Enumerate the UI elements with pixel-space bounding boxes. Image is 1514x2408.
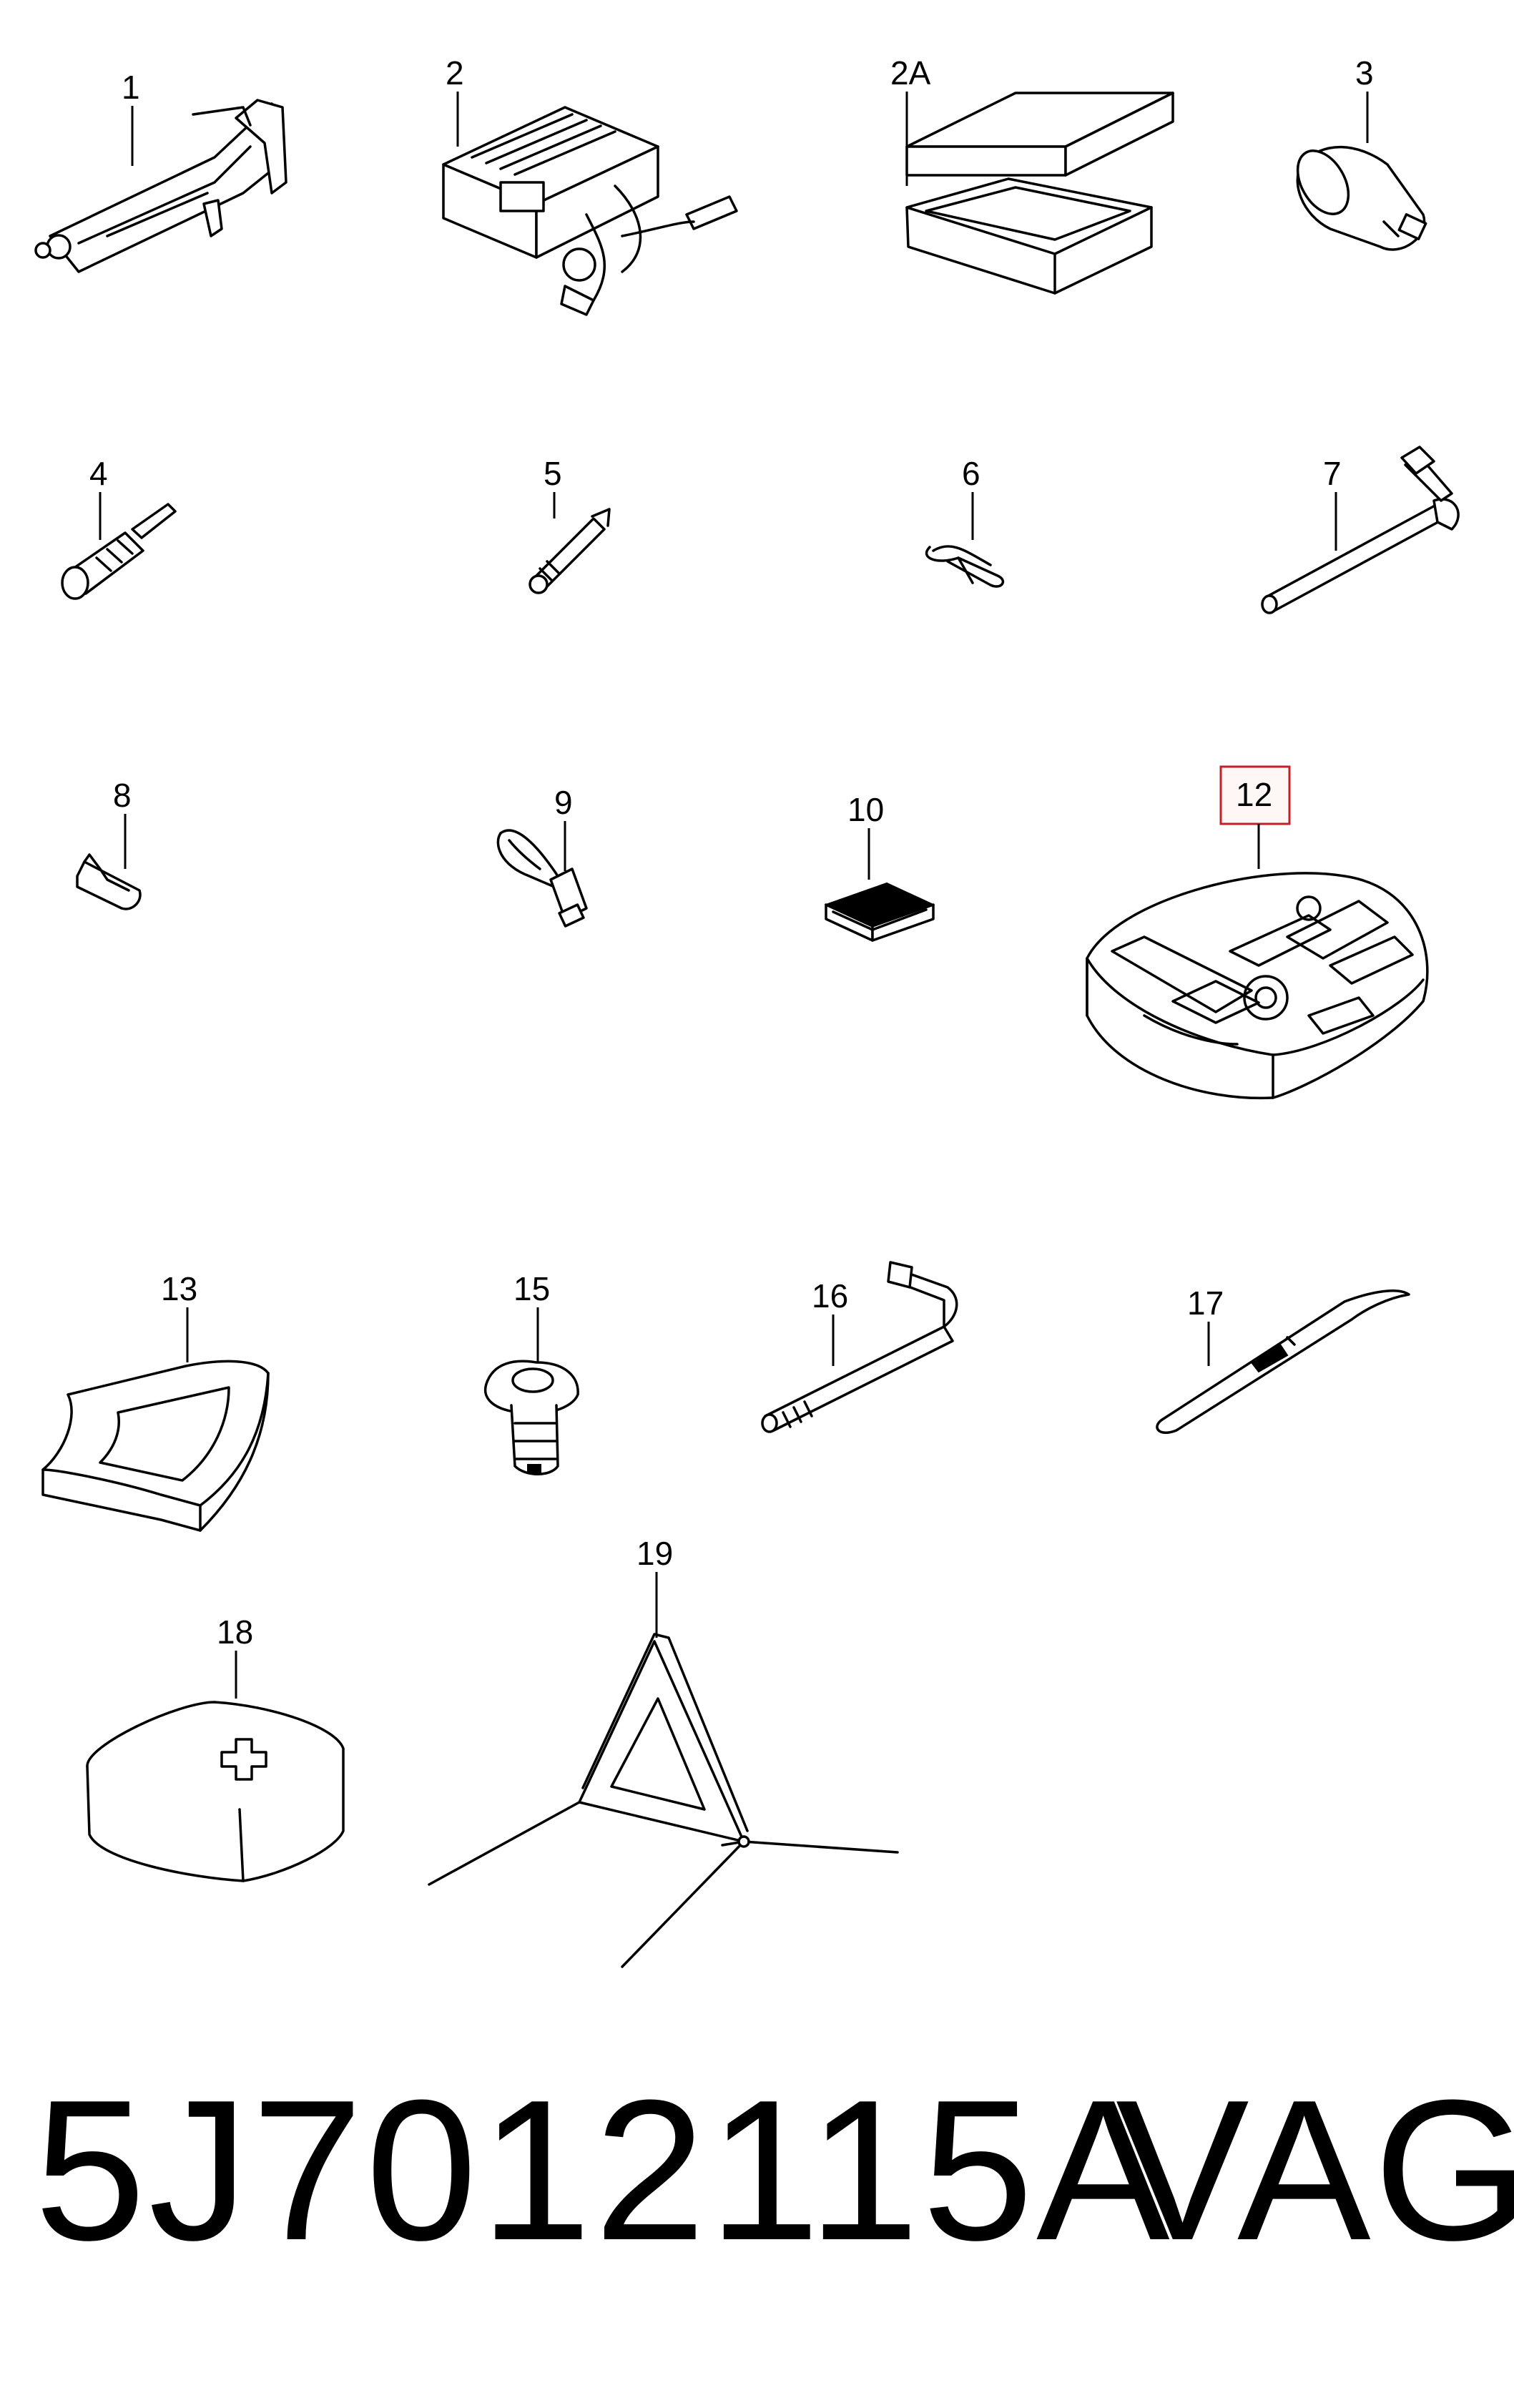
part-2a-box[interactable]: 2A: [890, 54, 1174, 295]
callout-2: 2: [446, 54, 464, 92]
callout-13: 13: [161, 1270, 197, 1307]
callout-9: 9: [554, 784, 573, 821]
callout-1: 1: [122, 69, 140, 106]
part-1-jack[interactable]: 1: [34, 69, 287, 273]
callout-4: 4: [89, 455, 108, 492]
part-6-clip[interactable]: 6: [925, 455, 1005, 588]
part-17-tyre-lever[interactable]: 17: [1156, 1284, 1410, 1435]
part-3-filter[interactable]: 3: [1287, 54, 1427, 251]
part-4-screwdriver[interactable]: 4: [61, 455, 177, 600]
part-8-hook[interactable]: 8: [76, 777, 142, 910]
callout-5: 5: [544, 455, 562, 492]
callout-19: 19: [636, 1535, 673, 1572]
part-9-towing-eye[interactable]: 9: [496, 784, 588, 928]
callout-8: 8: [113, 777, 132, 814]
callout-3: 3: [1355, 54, 1374, 92]
brand-name: VAG: [1116, 2059, 1514, 2282]
callout-6: 6: [962, 455, 980, 492]
part-16-l-wrench[interactable]: 16: [761, 1261, 958, 1433]
callout-10: 10: [847, 791, 884, 828]
part-13-foam-insert[interactable]: 13: [41, 1270, 270, 1532]
callout-12: 12: [1236, 776, 1272, 813]
callout-17: 17: [1187, 1284, 1224, 1322]
part-12-tool-tray[interactable]: 12: [1086, 765, 1429, 1100]
part-15-cap[interactable]: 15: [483, 1270, 579, 1475]
part-2-compressor[interactable]: 2: [442, 54, 738, 316]
callout-18: 18: [217, 1613, 253, 1651]
part-number: 5J7012115A: [34, 2059, 1173, 2282]
callout-12-highlight: [1219, 765, 1291, 825]
callout-2a: 2A: [890, 54, 931, 92]
callout-7: 7: [1323, 455, 1342, 492]
part-19-warning-triangle[interactable]: 19: [428, 1535, 899, 1968]
part-10-labels[interactable]: 10: [824, 791, 935, 942]
footer: 5J7012115A VAG: [0, 2053, 1514, 2289]
part-7-wheel-brace[interactable]: 7: [1261, 446, 1460, 614]
part-5-pin[interactable]: 5: [529, 455, 611, 594]
part-18-first-aid-kit[interactable]: 18: [86, 1613, 345, 1882]
callout-16: 16: [812, 1277, 848, 1314]
callout-15: 15: [513, 1270, 550, 1307]
